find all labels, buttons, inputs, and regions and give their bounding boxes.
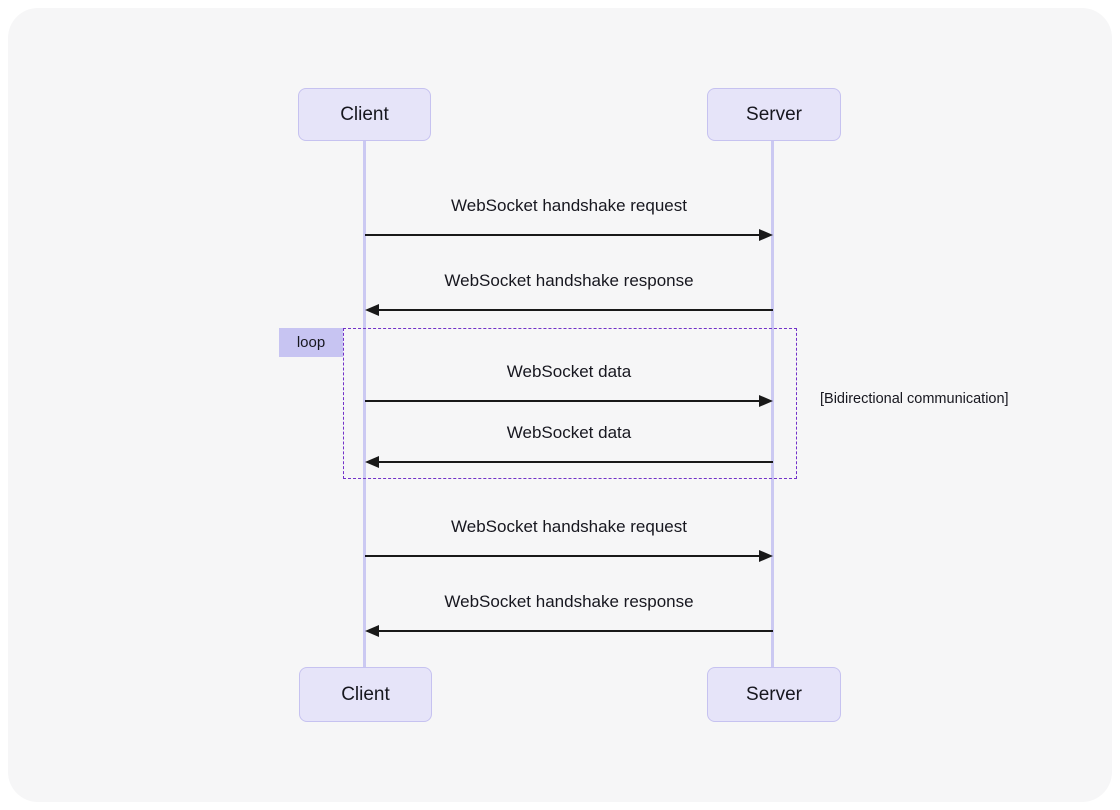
- message-1-label: WebSocket handshake request: [451, 196, 687, 215]
- message-5-arrow-right: [365, 550, 773, 562]
- actor-label-server: Server: [746, 103, 802, 125]
- message-3-label: WebSocket data: [506, 362, 632, 381]
- actor-box-server-bottom: Server: [707, 667, 841, 722]
- loop-frame: [343, 328, 797, 479]
- message-2-arrow-left: [365, 304, 773, 316]
- message-3-arrow-right: [365, 395, 773, 407]
- message-2-label: WebSocket handshake response: [444, 271, 694, 290]
- actor-label-server-bottom: Server: [746, 683, 802, 705]
- message-1-arrow-right: [365, 229, 773, 241]
- actor-box-client-bottom: Client: [299, 667, 432, 722]
- message-5-label: WebSocket handshake request: [451, 517, 687, 536]
- message-6-label: WebSocket handshake response: [444, 592, 694, 611]
- message-4-arrow-left: [365, 456, 773, 468]
- message-6-arrow-left: [365, 625, 773, 637]
- actor-box-server-top: Server: [707, 88, 841, 141]
- actor-label-client: Client: [340, 103, 389, 125]
- actor-box-client-top: Client: [298, 88, 431, 141]
- lifeline-client: [363, 141, 366, 667]
- loop-annotation: [Bidirectional communication]: [820, 391, 1009, 407]
- loop-label: loop: [279, 328, 343, 357]
- message-4-label: WebSocket data: [506, 423, 632, 442]
- diagram-canvas: [8, 8, 1112, 802]
- actor-label-client-bottom: Client: [341, 683, 390, 705]
